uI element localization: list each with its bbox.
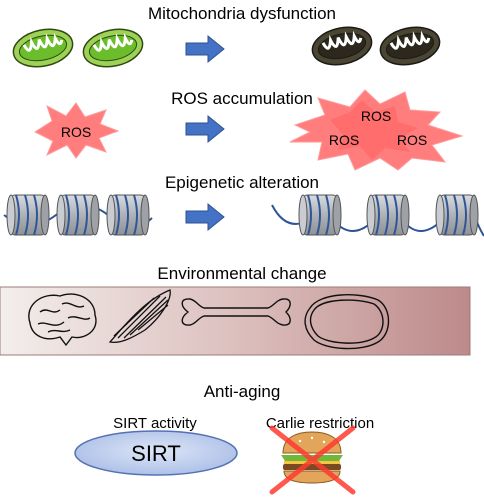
ros-label: ROS: [61, 124, 91, 140]
title-anti-aging: Anti-aging: [203, 382, 281, 401]
arrow-right-icon: [185, 203, 225, 231]
bone-icon: [181, 298, 291, 326]
ros-label: ROS: [329, 132, 359, 148]
healthy-mitochondrion-1-icon: [8, 22, 78, 74]
sirt-ellipse: [74, 430, 238, 476]
compact-chromatin-icon: [3, 194, 153, 236]
sirt-activity-caption: SIRT activity: [113, 415, 197, 432]
ros-label: ROS: [361, 108, 391, 124]
fat-cell-icon: [304, 294, 390, 350]
dysfunctional-mitochondrion-1-icon: [307, 20, 377, 72]
ros-burst-icon: [33, 102, 120, 159]
caloric-restriction-caption: Carlie restriction: [265, 415, 375, 432]
cross-icon: [269, 425, 356, 495]
title-epigenetic-alteration: Epigenetic alteration: [164, 173, 320, 192]
title-mitochondria-dysfunction: Mitochondria dysfunction: [147, 4, 337, 23]
muscle-icon: [108, 289, 171, 344]
dysfunctional-mitochondrion-2-icon: [375, 20, 445, 72]
ros-label: ROS: [397, 132, 427, 148]
arrow-right-icon: [185, 35, 225, 63]
sirt-label: SIRT: [131, 441, 181, 466]
arrow-right-icon: [185, 115, 225, 143]
brain-icon: [28, 293, 97, 347]
environment-band: [0, 286, 471, 356]
ros-burst-overlap-icon: [330, 100, 418, 160]
healthy-mitochondrion-2-icon: [78, 22, 148, 74]
title-ros-accumulation: ROS accumulation: [171, 89, 313, 108]
title-environmental-change: Environmental change: [157, 264, 327, 283]
open-chromatin-icon: [271, 194, 484, 237]
